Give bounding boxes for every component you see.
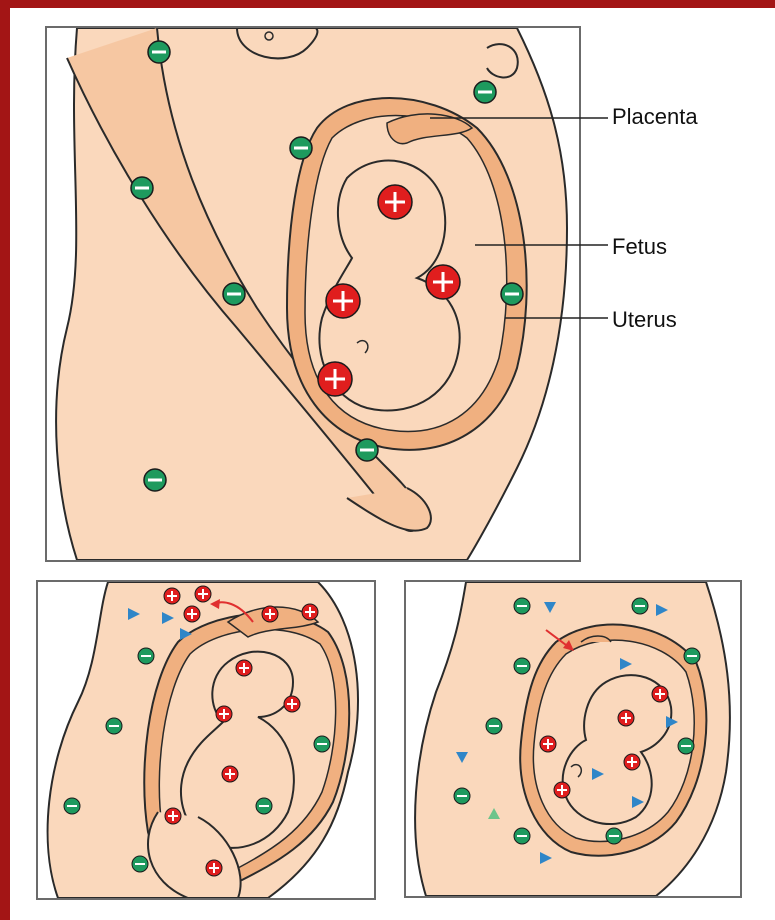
negative-charge-icon (132, 856, 148, 872)
negative-charge-icon (474, 81, 496, 103)
negative-charge-icon (606, 828, 622, 844)
positive-charge-icon (262, 606, 278, 622)
positive-charge-icon (624, 754, 640, 770)
positive-charge-icon (216, 706, 232, 722)
right-charge-markers (406, 582, 740, 896)
negative-charge-icon (514, 828, 530, 844)
left-charge-markers (38, 582, 374, 898)
fetus-label: Fetus (612, 234, 667, 260)
positive-charge-icon (426, 265, 460, 299)
blue-marker-icon (456, 752, 468, 763)
positive-charge-icon (284, 696, 300, 712)
main-panel (45, 26, 581, 562)
negative-charge-icon (486, 718, 502, 734)
negative-charge-icon (454, 788, 470, 804)
negative-charge-icon (514, 658, 530, 674)
blue-marker-icon (162, 612, 174, 624)
positive-charge-icon (378, 185, 412, 219)
negative-charge-icon (131, 177, 153, 199)
negative-charge-icon (106, 718, 122, 734)
positive-charge-icon (554, 782, 570, 798)
positive-charge-icon (540, 736, 556, 752)
positive-charge-icon (236, 660, 252, 676)
positive-charge-icon (206, 860, 222, 876)
negative-charge-icon (678, 738, 694, 754)
blue-marker-icon (180, 628, 192, 640)
blue-marker-icon (544, 602, 556, 613)
positive-charge-icon (165, 808, 181, 824)
positive-charge-icon (222, 766, 238, 782)
blue-marker-icon (666, 716, 678, 728)
blue-marker-icon (128, 608, 140, 620)
negative-charge-icon (64, 798, 80, 814)
positive-charge-icon (318, 362, 352, 396)
uterus-label: Uterus (612, 307, 677, 333)
blue-marker-icon (656, 604, 668, 616)
blue-marker-icon (620, 658, 632, 670)
blue-marker-icon (592, 768, 604, 780)
negative-charge-icon (138, 648, 154, 664)
negative-charge-icon (501, 283, 523, 305)
right-detail-panel (404, 580, 742, 898)
blue-marker-icon (632, 796, 644, 808)
negative-charge-icon (314, 736, 330, 752)
negative-charge-icon (514, 598, 530, 614)
negative-charge-icon (223, 283, 245, 305)
main-charge-markers (47, 28, 579, 560)
left-detail-panel (36, 580, 376, 900)
negative-charge-icon (290, 137, 312, 159)
positive-charge-icon (184, 606, 200, 622)
placenta-label: Placenta (612, 104, 698, 130)
positive-charge-icon (302, 604, 318, 620)
negative-charge-icon (256, 798, 272, 814)
negative-charge-icon (356, 439, 378, 461)
negative-charge-icon (144, 469, 166, 491)
positive-charge-icon (618, 710, 634, 726)
positive-charge-icon (326, 284, 360, 318)
negative-charge-icon (148, 41, 170, 63)
negative-charge-icon (684, 648, 700, 664)
negative-charge-icon (632, 598, 648, 614)
blue-marker-icon (540, 852, 552, 864)
positive-charge-icon (164, 588, 180, 604)
positive-charge-icon (652, 686, 668, 702)
green-marker-icon (488, 808, 500, 819)
positive-charge-icon (195, 586, 211, 602)
